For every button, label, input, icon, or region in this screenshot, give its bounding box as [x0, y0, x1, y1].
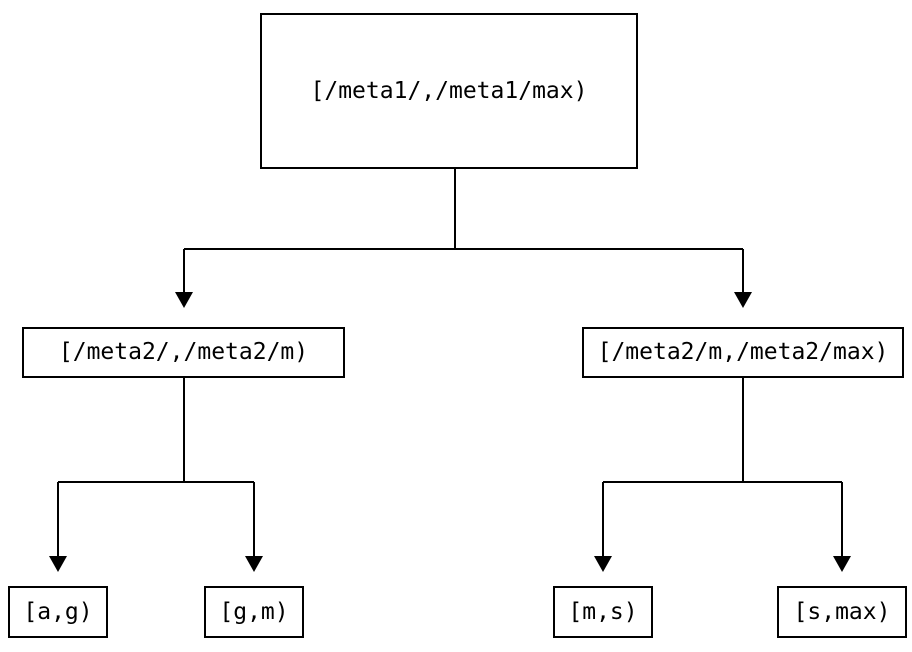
edge-right-child-to-leaves: [594, 378, 851, 572]
tree-node-left-child-label: [/meta2/,/meta2/m): [58, 339, 309, 365]
tree-node-left-child: [/meta2/,/meta2/m): [22, 327, 345, 378]
arrowhead-down-icon: [734, 292, 752, 308]
tree-node-leaf-4: [s,max): [777, 586, 907, 638]
tree-node-leaf-3: [m,s): [553, 586, 653, 638]
tree-node-leaf-3-label: [m,s): [568, 598, 638, 625]
tree-node-root-label: [/meta1/,/meta1/max): [310, 77, 588, 104]
arrowhead-down-icon: [49, 556, 67, 572]
tree-node-leaf-2-label: [g,m): [219, 598, 289, 625]
edge-left-child-to-leaves: [49, 378, 263, 572]
tree-node-right-child: [/meta2/m,/meta2/max): [582, 327, 904, 378]
tree-node-right-child-label: [/meta2/m,/meta2/max): [597, 339, 889, 365]
tree-node-leaf-4-label: [s,max): [793, 598, 891, 625]
tree-node-leaf-2: [g,m): [204, 586, 304, 638]
arrowhead-down-icon: [833, 556, 851, 572]
arrowhead-down-icon: [175, 292, 193, 308]
arrowhead-down-icon: [245, 556, 263, 572]
tree-node-leaf-1-label: [a,g): [23, 598, 93, 625]
tree-node-leaf-1: [a,g): [8, 586, 108, 638]
tree-node-root: [/meta1/,/meta1/max): [260, 13, 638, 169]
arrowhead-down-icon: [594, 556, 612, 572]
edge-root-to-children: [175, 169, 752, 308]
